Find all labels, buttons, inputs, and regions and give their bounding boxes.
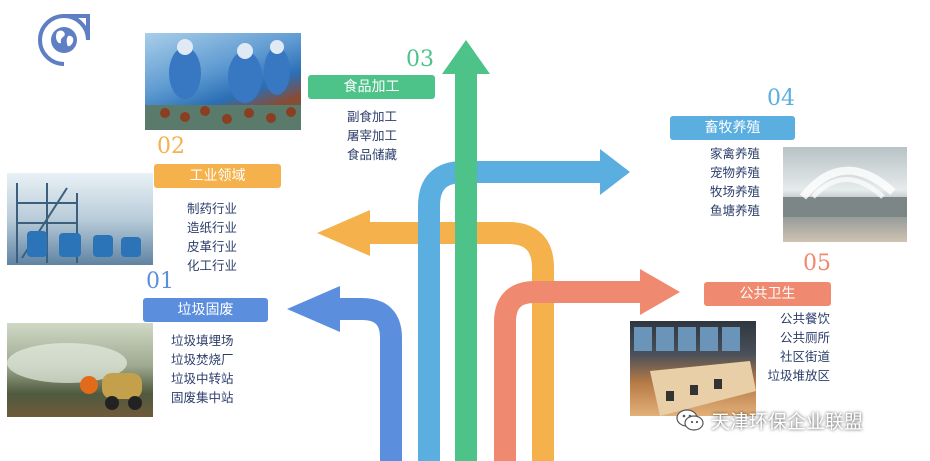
list-item: 家禽养殖 (710, 146, 761, 161)
list-item: 垃圾焚烧厂 (171, 352, 234, 367)
list-item: 公共餐饮 (779, 311, 830, 326)
section-03-number: 03 (406, 47, 434, 72)
globe-logo (38, 14, 90, 66)
list-item: 制药行业 (187, 201, 238, 216)
arrow-03-head (442, 40, 490, 74)
list-item: 副食加工 (347, 109, 398, 124)
arrow-04-head (600, 149, 630, 195)
list-item: 公共厕所 (779, 330, 830, 345)
section-05-title: 公共卫生 (704, 282, 831, 306)
list-item: 固废集中站 (171, 390, 234, 405)
photo-livestock (783, 147, 907, 242)
photo-public-restaurant (630, 321, 756, 416)
list-item: 鱼塘养殖 (710, 203, 761, 218)
section-04-number: 04 (767, 86, 795, 111)
watermark-text: 天津环保企业联盟 (711, 410, 864, 433)
photo-food-processing (145, 33, 301, 130)
photo-landfill (7, 323, 153, 417)
section-03-list: 副食加工 屠宰加工 食品储藏 (347, 107, 397, 164)
wechat-icon (676, 409, 704, 431)
section-02-list: 制药行业 造纸行业 皮革行业 化工行业 (187, 199, 237, 275)
arrow-02-head (317, 210, 370, 256)
list-item: 垃圾中转站 (171, 371, 234, 386)
list-item: 牧场养殖 (710, 184, 761, 199)
list-item: 皮革行业 (187, 239, 238, 254)
photo-industry (7, 173, 153, 265)
section-01-number: 01 (146, 269, 174, 294)
section-02-title: 工业领域 (154, 164, 281, 188)
section-01-list: 垃圾填埋场 垃圾焚烧厂 垃圾中转站 固废集中站 (171, 331, 234, 407)
section-05-number: 05 (803, 251, 831, 276)
section-04-list: 家禽养殖 宠物养殖 牧场养殖 鱼塘养殖 (710, 144, 760, 220)
section-02-number: 02 (157, 134, 185, 159)
watermark: 天津环保企业联盟 (675, 404, 905, 436)
arrow-05 (494, 281, 640, 461)
list-item: 垃圾填埋场 (171, 333, 234, 348)
list-item: 社区街道 (779, 349, 830, 364)
list-item: 屠宰加工 (347, 128, 398, 143)
arrow-02 (370, 222, 554, 461)
list-item: 化工行业 (187, 258, 238, 273)
list-item: 造纸行业 (187, 220, 238, 235)
list-item: 垃圾堆放区 (767, 368, 830, 383)
list-item: 宠物养殖 (710, 165, 761, 180)
section-04-title: 畜牧养殖 (670, 116, 795, 140)
arrow-01-head (287, 286, 340, 332)
globe-icon (38, 14, 90, 66)
section-01-title: 垃圾固废 (143, 298, 268, 322)
list-item: 食品储藏 (347, 147, 398, 162)
arrow-05-head (640, 269, 680, 315)
section-05-list: 公共餐饮 公共厕所 社区街道 垃圾堆放区 (765, 309, 830, 385)
section-03-title: 食品加工 (308, 75, 435, 99)
arrow-01 (340, 298, 402, 461)
